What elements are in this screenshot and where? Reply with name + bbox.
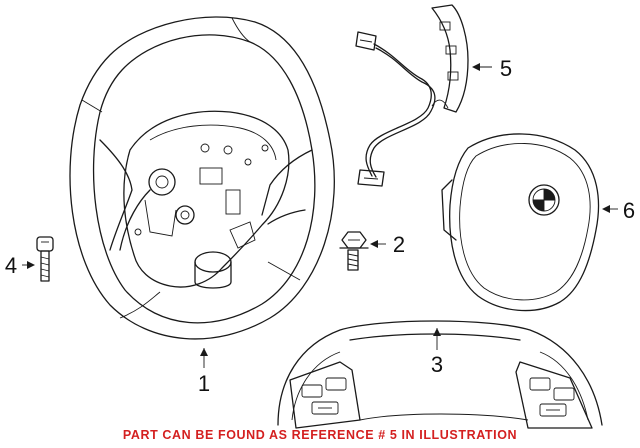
wiring-harness: 5 <box>355 4 512 187</box>
callout-1: 1 <box>198 371 210 396</box>
screw: 4 <box>5 236 54 282</box>
callout-6: 6 <box>623 198 635 223</box>
bolt: 2 <box>339 231 405 271</box>
callout-3: 3 <box>431 352 443 377</box>
steering-wheel: 1 <box>69 16 335 396</box>
callout-4: 4 <box>5 253 17 278</box>
callout-5: 5 <box>500 56 512 81</box>
airbag-module: 6 <box>441 133 635 312</box>
footer-note: PART CAN BE FOUND AS REFERENCE # 5 IN IL… <box>122 428 518 442</box>
switch-assembly: 3 <box>277 320 603 429</box>
callout-2: 2 <box>393 232 405 257</box>
